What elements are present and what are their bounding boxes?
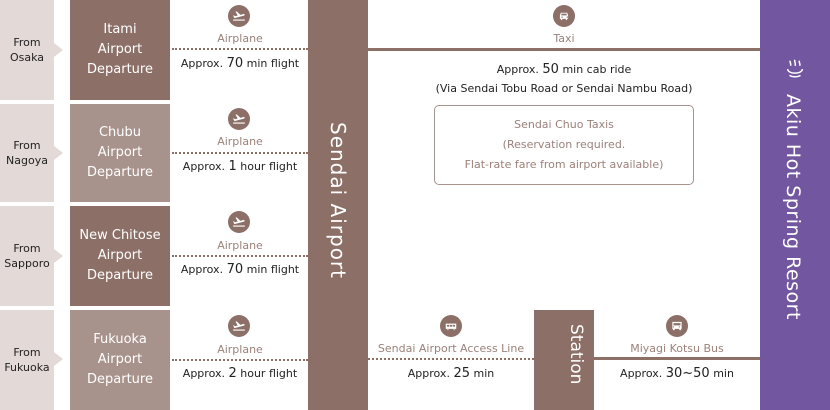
sendai-airport-label: Sendai Airport bbox=[326, 122, 350, 279]
route-line bbox=[172, 255, 308, 257]
duration: Approx. 2 hour flight bbox=[182, 366, 298, 381]
arrow-icon bbox=[54, 352, 63, 366]
taxi-label: Taxi bbox=[553, 32, 575, 45]
route-line bbox=[172, 48, 308, 50]
taxi-note-box: Sendai Chuo Taxis (Reservation required.… bbox=[434, 105, 694, 185]
taxi-via: (Via Sendai Tobu Road or Sendai Nambu Ro… bbox=[435, 82, 693, 95]
destination-label: Akiu Hot Spring Resort bbox=[782, 94, 804, 320]
from-city: Osaka bbox=[9, 51, 45, 64]
taxi-note-line: Flat-rate fare from airport available) bbox=[464, 158, 664, 171]
train-icon bbox=[440, 315, 462, 337]
taxi-route-line bbox=[368, 48, 760, 51]
from-label: From bbox=[13, 36, 41, 49]
akiu-hot-spring-resort: Akiu Hot Spring Resort bbox=[760, 0, 830, 410]
bus-label: Miyagi Kotsu Bus bbox=[630, 342, 724, 355]
arrow-icon bbox=[54, 43, 63, 57]
duration: Approx. 70 min flight bbox=[180, 262, 300, 277]
airplane-icon bbox=[228, 315, 250, 337]
access-line-route bbox=[368, 358, 534, 360]
mode-label: Airplane bbox=[217, 239, 263, 252]
mode-label: Airplane bbox=[217, 135, 263, 148]
taxi-note-line: Sendai Chuo Taxis bbox=[514, 118, 614, 131]
airplane-icon bbox=[228, 211, 250, 233]
route-line bbox=[172, 152, 308, 154]
access-line-label: Sendai Airport Access Line bbox=[377, 342, 525, 355]
airplane-icon bbox=[228, 5, 250, 27]
duration: Approx. 1 hour flight bbox=[182, 159, 298, 174]
arrow-icon bbox=[54, 249, 63, 263]
airplane-icon bbox=[228, 108, 250, 130]
duration: Approx. 70 min flight bbox=[180, 56, 300, 71]
mode-label: Airplane bbox=[217, 32, 263, 45]
bus-duration: Approx. 30~50 min bbox=[620, 366, 734, 381]
taxi-icon bbox=[553, 5, 575, 27]
hot-spring-icon bbox=[784, 58, 806, 84]
taxi-note-line: (Reservation required. bbox=[502, 138, 626, 151]
bus-icon bbox=[666, 315, 688, 337]
mode-label: Airplane bbox=[217, 343, 263, 356]
arrow-icon bbox=[54, 146, 63, 160]
bus-route-line bbox=[594, 357, 760, 360]
sendai-airport: Sendai Airport bbox=[308, 0, 368, 410]
taxi-duration: Approx. 50 min cab ride bbox=[496, 62, 632, 77]
access-line-duration: Approx. 25 min bbox=[407, 366, 495, 381]
route-line bbox=[172, 359, 308, 361]
